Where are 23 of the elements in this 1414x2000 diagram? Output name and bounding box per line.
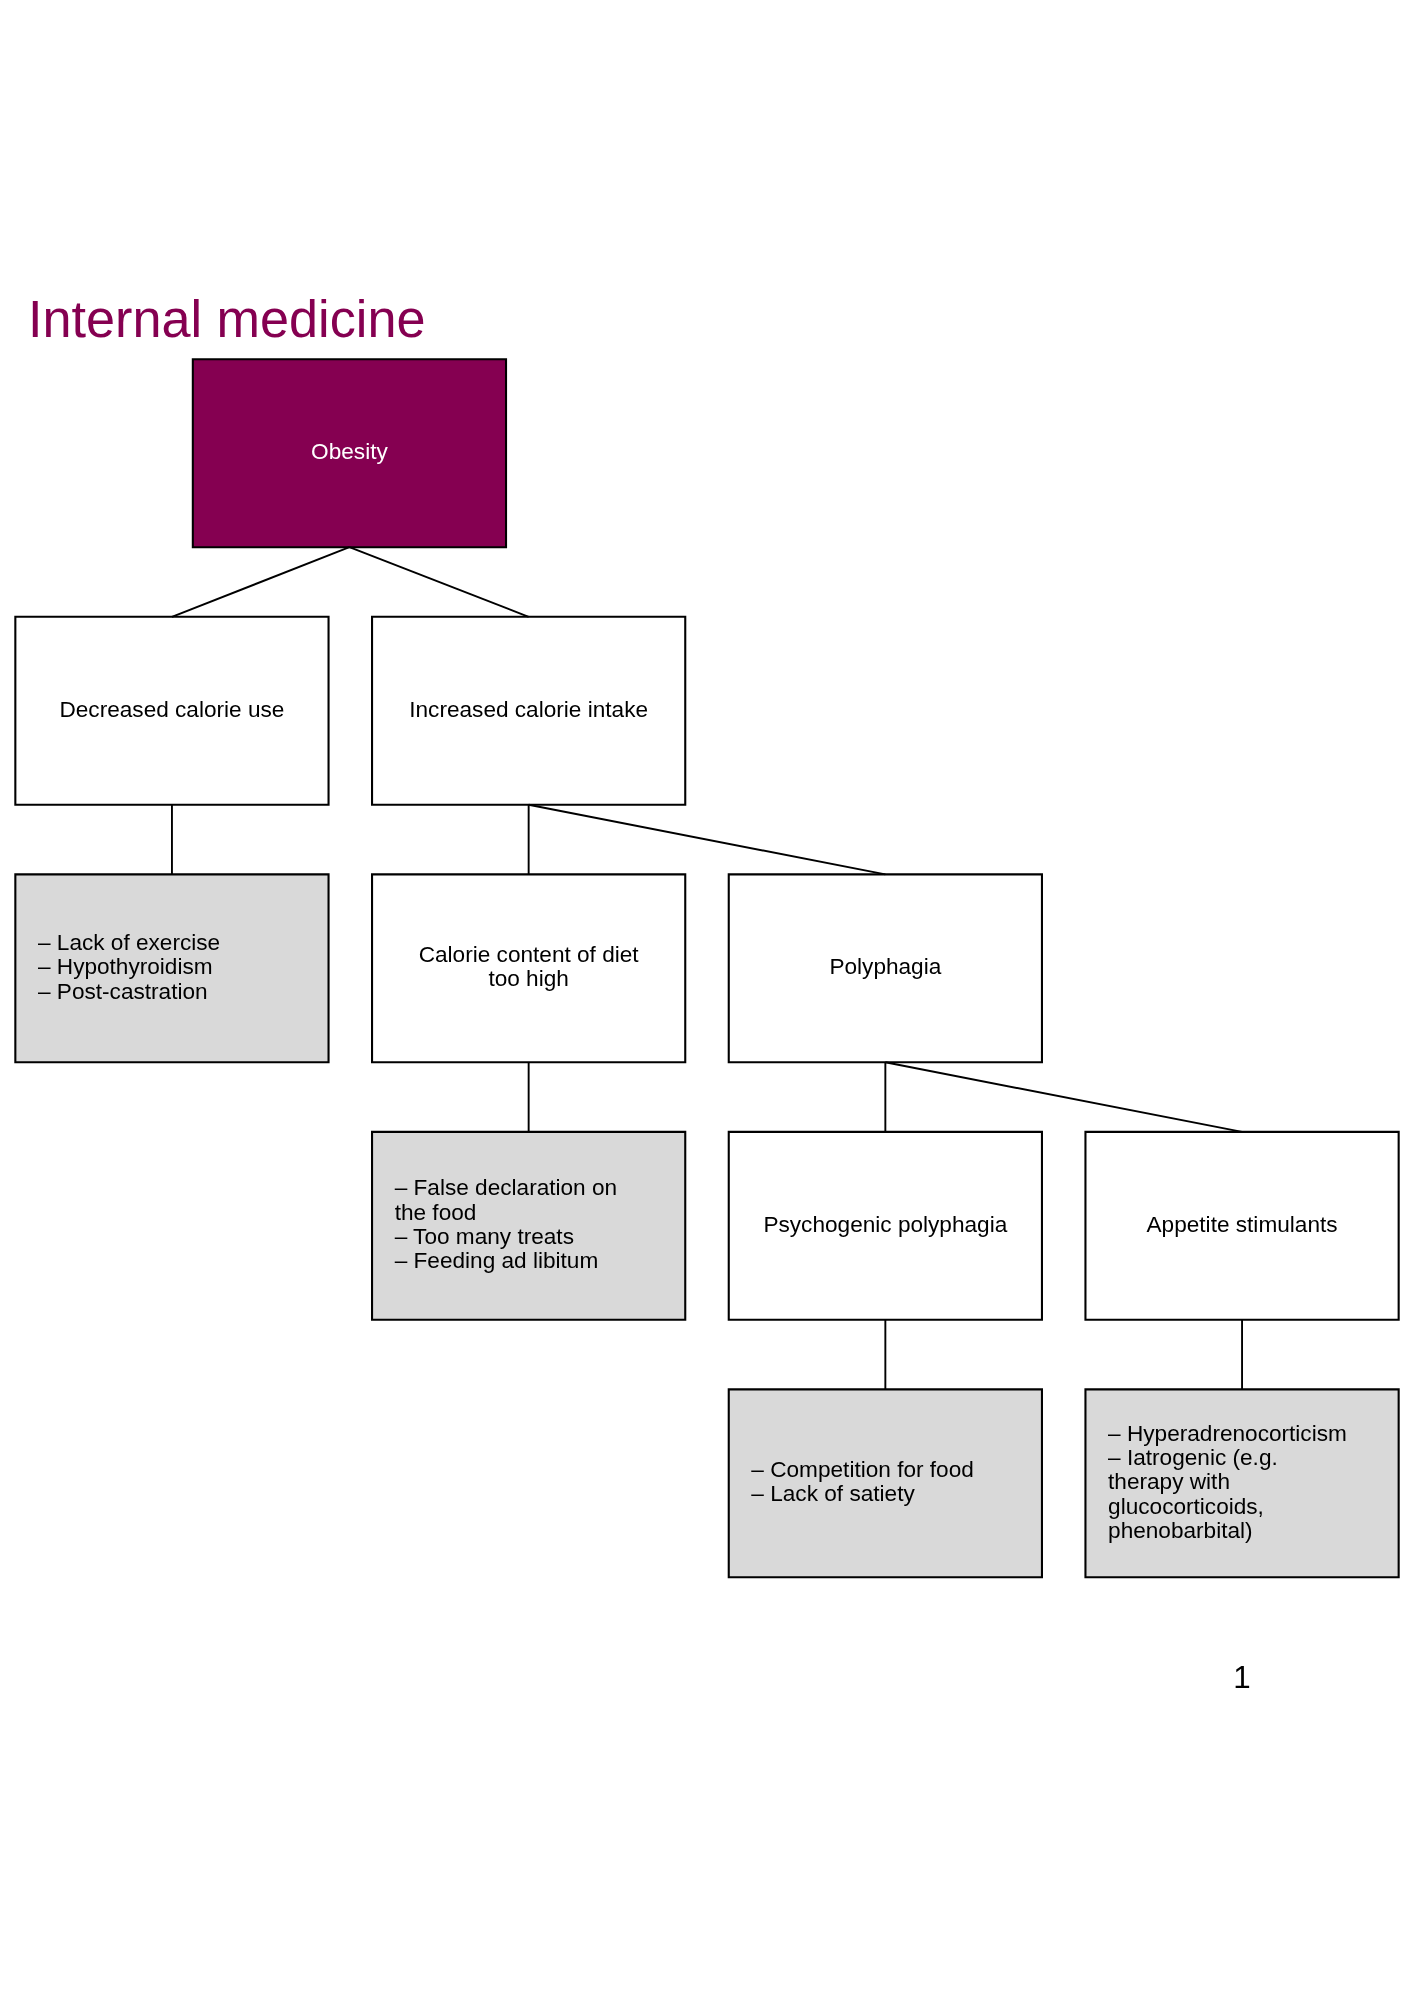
node-box: – Competition for food – Lack of satiety [727, 1387, 1043, 1578]
connector [527, 803, 887, 875]
node-box: – Hyperadrenocorticism – Iatrogenic (e.g. therapy with glucocorticoids, phenobarbital) [1084, 1387, 1400, 1578]
diagram-title: Internal medicine [28, 289, 426, 348]
connector [527, 1060, 530, 1133]
label: 1 [1233, 1659, 1251, 1695]
connector [171, 803, 173, 875]
node-box: Appetite stimulants [1084, 1130, 1400, 1321]
connector [1241, 1318, 1243, 1390]
connector [884, 1060, 1243, 1133]
connector [527, 803, 530, 875]
connector [884, 1060, 887, 1133]
node-box: – False declaration on the food – Too many treats – Feeding ad libitum [371, 1130, 687, 1321]
node-box: – Lack of exercise – Hypothyroidism – Post-castration [14, 872, 330, 1063]
node-box: Calorie content of diet too high [371, 872, 687, 1063]
node-box: Psychogenic polyphagia [727, 1130, 1043, 1321]
node-box: Obesity [191, 357, 508, 548]
connector [884, 1318, 887, 1390]
connector [348, 545, 530, 618]
node-box: Increased calorie intake [371, 615, 687, 806]
connector [171, 545, 351, 618]
node-box: Decreased calorie use [14, 615, 330, 806]
node-box: Polyphagia [727, 872, 1043, 1063]
